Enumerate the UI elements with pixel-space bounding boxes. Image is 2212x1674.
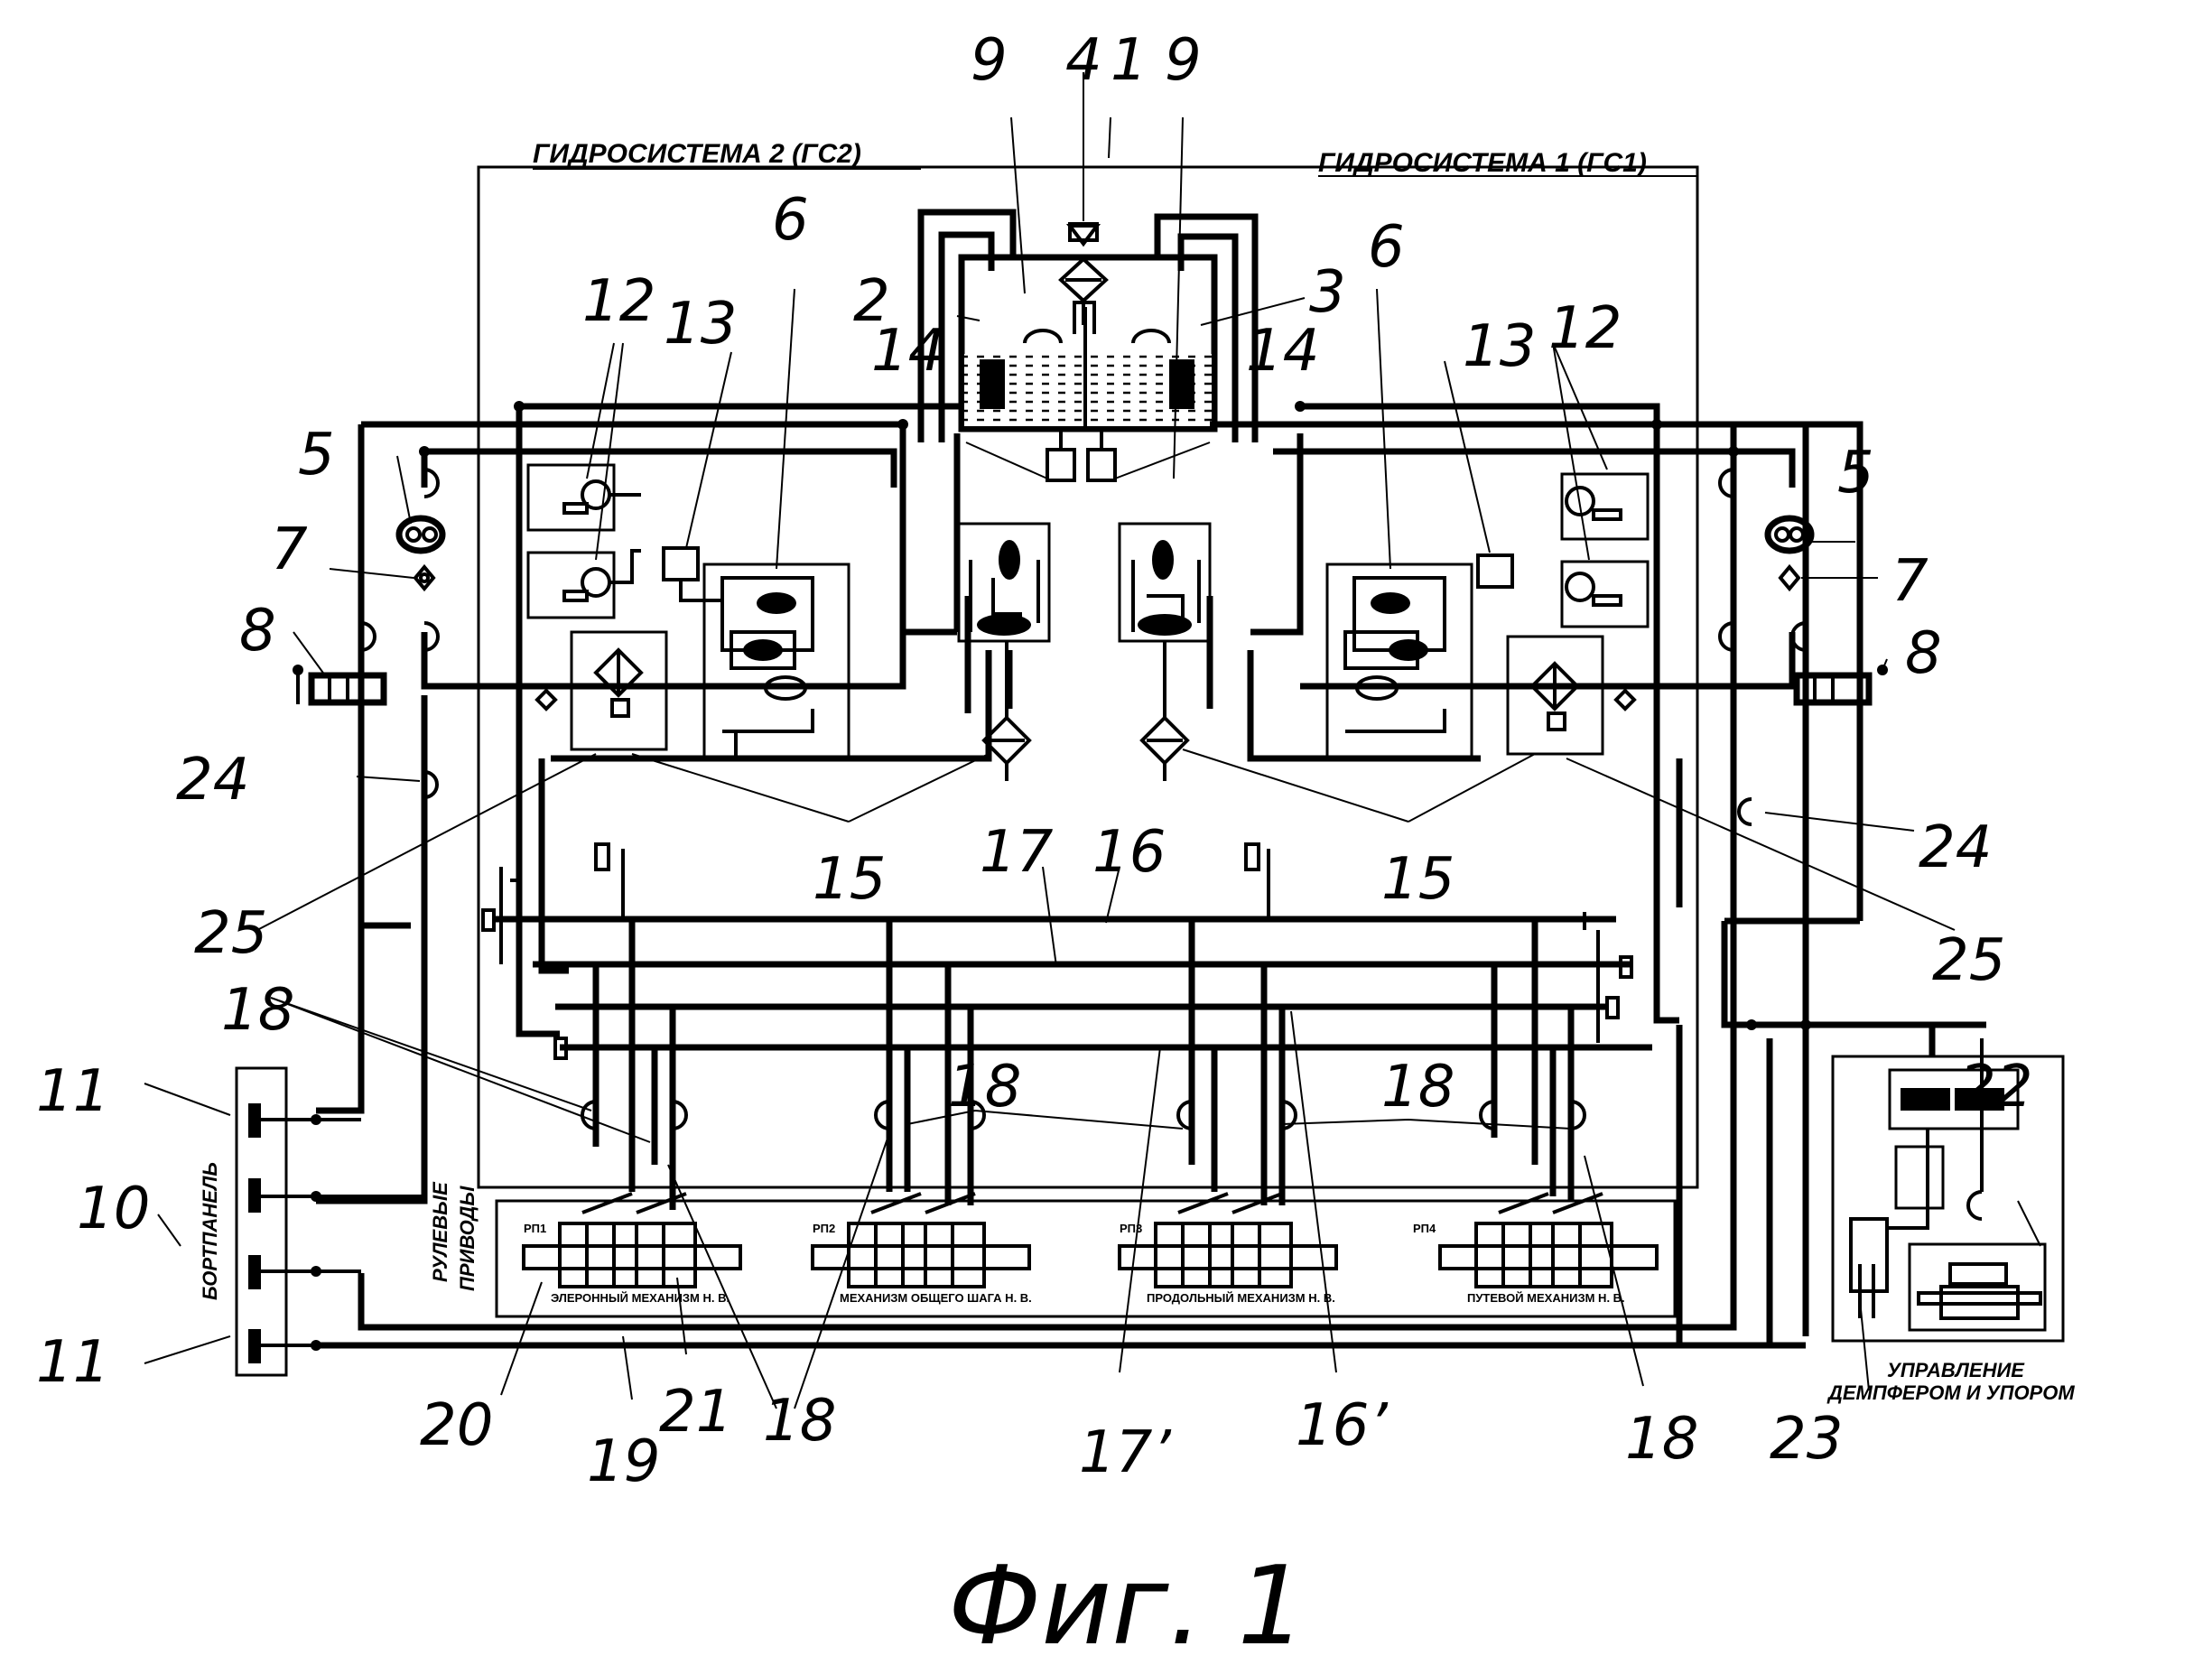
figure-caption: Фиг. 1 <box>948 1544 1306 1669</box>
numeral-5-right: 5 <box>1837 440 1874 507</box>
pressure-sensors-right <box>1560 472 1650 628</box>
distribution-lines <box>481 842 1652 1060</box>
pressure-sensors-left <box>526 463 641 619</box>
numeral-11-top: 11 <box>36 1058 109 1125</box>
pump-assembly-right <box>1718 468 1888 706</box>
steering-drives-label-2: ПРИВОДЫ <box>456 1186 479 1291</box>
numeral-21: 21 <box>659 1379 732 1446</box>
actuator-feed-lines <box>592 919 1575 1210</box>
numeral-16: 16 <box>1092 819 1166 886</box>
level-sensor-right <box>1169 359 1194 409</box>
numeral-3: 3 <box>1309 259 1346 326</box>
numeral-18-a: 18 <box>221 977 294 1044</box>
pressure-switch-left-line <box>679 580 722 602</box>
filter-right-outlet <box>1139 641 1190 781</box>
reservoir <box>917 209 1259 482</box>
numeral-8-left: 8 <box>239 598 276 665</box>
valve-block-right <box>1325 563 1473 760</box>
numeral-18-e: 18 <box>1625 1406 1698 1473</box>
check-valve-left <box>534 688 558 711</box>
actuator-rp4-tag: РП4 <box>1413 1222 1436 1235</box>
actuator-rp4-caption: ПУТЕВОЙ МЕХАНИЗМ Н. В. <box>1467 1291 1625 1305</box>
actuator-rp2-tag: РП2 <box>813 1222 835 1235</box>
right-system-lines <box>1206 403 1986 1349</box>
actuator-rp1: РП1 ЭЛЕРОННЫЙ МЕХАНИЗМ Н. В. <box>522 1192 742 1305</box>
header-left-system: ГИДРОСИСТЕМА 2 (ГС2) <box>533 139 861 169</box>
numeral-15-right: 15 <box>1381 846 1455 913</box>
steering-drives-frame <box>495 1199 1677 1318</box>
numeral-18-c: 18 <box>1381 1054 1455 1121</box>
valve-block-left <box>702 563 850 760</box>
filter-left-outlet <box>981 641 1032 781</box>
numeral-2: 2 <box>853 268 890 335</box>
numeral-17-prime: 17’ <box>1079 1419 1171 1486</box>
numeral-15-left: 15 <box>813 846 886 913</box>
numeral-8-right: 8 <box>1905 620 1942 687</box>
solenoid-valve-left <box>957 522 1051 643</box>
numeral-24-right: 24 <box>1919 814 1992 881</box>
numeral-22: 22 <box>1959 1054 2032 1121</box>
header-right-system: ГИДРОСИСТЕМА 1 (ГС1) <box>1318 148 1647 178</box>
numeral-13-right: 13 <box>1463 313 1536 380</box>
actuator-rp2: РП2 МЕХАНИЗМ ОБЩЕГО ШАГА Н. В. <box>811 1192 1032 1305</box>
numeral-5-left: 5 <box>298 422 335 488</box>
system-frame <box>477 165 1699 1189</box>
ground-connection-lines <box>316 424 1809 1349</box>
numeral-6-left: 6 <box>772 187 809 254</box>
numeral-10: 10 <box>77 1176 150 1242</box>
numeral-23: 23 <box>1770 1406 1843 1473</box>
numeral-1: 1 <box>1111 27 1148 94</box>
junction-dots <box>311 401 1811 1351</box>
numeral-12-left: 12 <box>582 268 655 335</box>
check-valve-right <box>1613 688 1637 711</box>
couplings-18 <box>581 1100 1586 1130</box>
damper-control: УПРАВЛЕНИЕ ДЕМПФЕРОМ И УПОРОМ <box>1826 1038 2075 1404</box>
left-system-lines <box>358 403 1013 1037</box>
numeral-13-left: 13 <box>664 291 737 358</box>
numeral-11-bottom: 11 <box>36 1329 109 1396</box>
actuator-rp2-caption: МЕХАНИЗМ ОБЩЕГО ШАГА Н. В. <box>840 1291 1032 1305</box>
filter-right-return <box>1506 635 1604 756</box>
steering-drives-label-1: РУЛЕВЫЕ <box>429 1181 451 1282</box>
numeral-18-d: 18 <box>763 1388 836 1455</box>
numeral-25-right: 25 <box>1932 927 2005 994</box>
numeral-18-b: 18 <box>948 1054 1021 1121</box>
damper-control-label-1: УПРАВЛЕНИЕ <box>1887 1359 2025 1381</box>
damper-control-label-2: ДЕМПФЕРОМ И УПОРОМ <box>1826 1381 2075 1404</box>
board-panel: БОРТПАНЕЛЬ <box>199 1066 424 1377</box>
numeral-24-left: 24 <box>176 747 249 814</box>
numeral-14-left: 14 <box>871 318 944 385</box>
numeral-7-right: 7 <box>1891 548 1929 615</box>
numeral-17: 17 <box>980 819 1054 886</box>
level-sensor-left <box>980 359 1005 409</box>
numeral-9-right: 9 <box>1165 27 1202 94</box>
numeral-4: 4 <box>1065 27 1102 94</box>
numeral-25-left: 25 <box>194 900 267 967</box>
numeral-9-left: 9 <box>971 27 1008 94</box>
actuator-rp3: РП3 ПРОДОЛЬНЫЙ МЕХАНИЗМ Н. В. <box>1118 1192 1338 1305</box>
board-panel-label: БОРТПАНЕЛЬ <box>199 1162 221 1300</box>
pressure-switch-right <box>1476 553 1514 589</box>
numeral-12-right: 12 <box>1548 295 1622 362</box>
pump-assembly-left <box>293 468 446 706</box>
actuator-rp1-caption: ЭЛЕРОННЫЙ МЕХАНИЗМ Н. В. <box>551 1291 730 1305</box>
numeral-20: 20 <box>420 1392 493 1459</box>
numeral-19: 19 <box>587 1428 660 1495</box>
numeral-16-prime: 16’ <box>1296 1392 1388 1459</box>
coupling-24-left <box>423 770 439 799</box>
numeral-7-left: 7 <box>271 516 308 583</box>
leader-lines <box>144 72 2041 1409</box>
filter-left-return <box>570 630 668 751</box>
pressure-switch-left <box>662 546 700 581</box>
numeral-6-right: 6 <box>1368 214 1405 281</box>
actuator-rp1-tag: РП1 <box>524 1222 546 1235</box>
actuator-rp3-caption: ПРОДОЛЬНЫЙ МЕХАНИЗМ Н. В. <box>1147 1291 1335 1305</box>
actuator-rp4: РП4 ПУТЕВОЙ МЕХАНИЗМ Н. В. <box>1413 1192 1659 1305</box>
solenoid-valve-right <box>1118 522 1212 643</box>
numeral-14-right: 14 <box>1246 318 1319 385</box>
reference-numerals: 9 4 1 9 6 6 2 3 12 13 13 12 14 14 5 5 7 … <box>36 27 2032 1495</box>
coupling-24-right <box>1737 797 1752 826</box>
